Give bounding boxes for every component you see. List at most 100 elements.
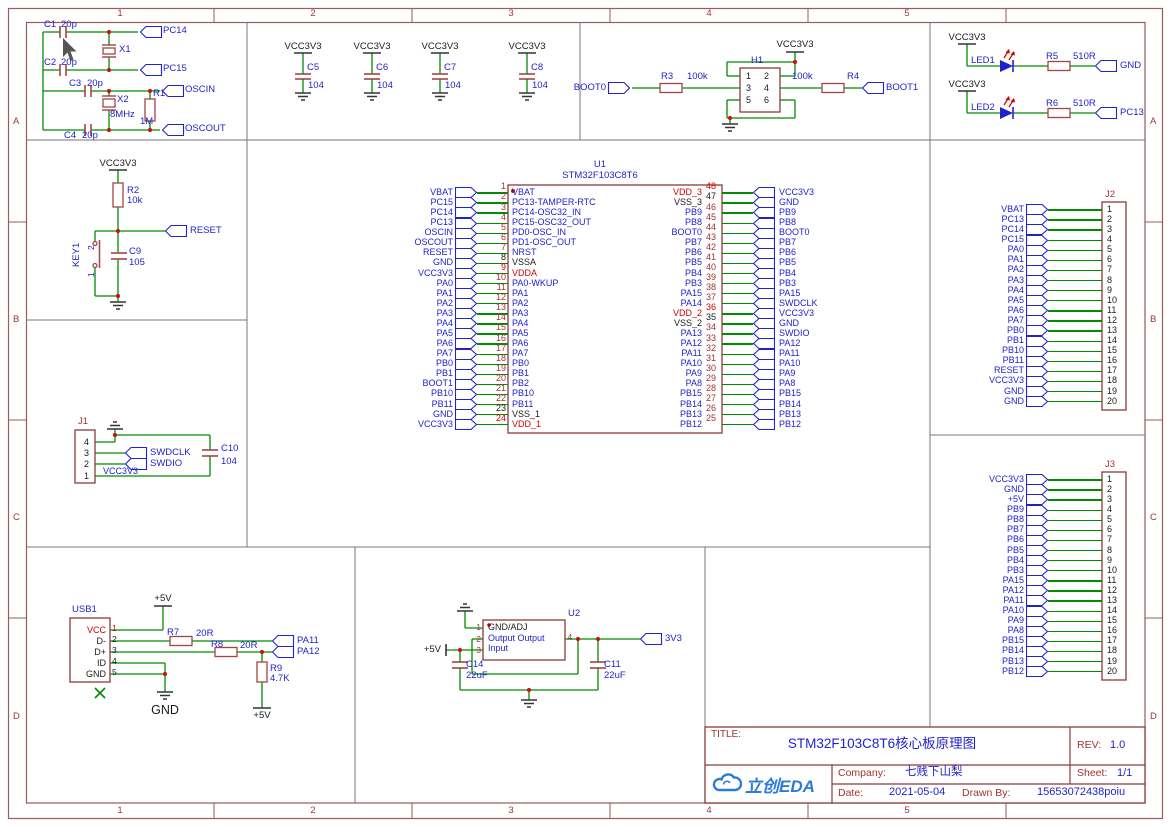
- net-flag-icon[interactable]: [455, 217, 477, 229]
- h1-body[interactable]: [739, 67, 781, 113]
- regulator-body[interactable]: [482, 619, 566, 661]
- net-flag-icon[interactable]: [1026, 396, 1048, 408]
- net-flag-icon[interactable]: [455, 257, 477, 269]
- resistor-symbol[interactable]: [112, 182, 124, 208]
- net-flag-icon[interactable]: [753, 257, 775, 269]
- switch-contact[interactable]: [92, 240, 98, 247]
- net-flag-icon[interactable]: [753, 409, 775, 421]
- resistor-symbol[interactable]: [659, 82, 683, 94]
- net-flag-icon[interactable]: [607, 81, 631, 95]
- net-flag-icon[interactable]: [1026, 555, 1048, 567]
- net-flag-icon[interactable]: [455, 267, 477, 279]
- net-flag-icon[interactable]: [455, 278, 477, 289]
- net-flag-icon[interactable]: [753, 187, 775, 199]
- net-flag-icon[interactable]: [753, 298, 775, 310]
- net-flag-icon[interactable]: [161, 123, 185, 137]
- net-flag-icon[interactable]: [1026, 254, 1048, 266]
- net-flag-icon[interactable]: [1026, 484, 1048, 496]
- led-icon[interactable]: [1000, 107, 1013, 119]
- net-flag-icon[interactable]: [753, 247, 775, 259]
- net-flag-icon[interactable]: [1026, 504, 1048, 516]
- switch-contact[interactable]: [92, 262, 98, 269]
- net-flag-icon[interactable]: [455, 318, 477, 330]
- j2-body[interactable]: [1101, 201, 1127, 411]
- j1-body[interactable]: [74, 429, 96, 484]
- net-flag-icon[interactable]: [1026, 585, 1048, 597]
- net-flag-icon[interactable]: [1026, 575, 1048, 587]
- net-flag-icon[interactable]: [753, 378, 775, 390]
- net-flag-icon[interactable]: [1026, 224, 1048, 236]
- net-flag-icon[interactable]: [753, 278, 775, 289]
- net-flag-icon[interactable]: [1026, 474, 1048, 486]
- led-icon[interactable]: [1000, 60, 1013, 72]
- net-flag-icon[interactable]: [753, 217, 775, 229]
- net-flag-icon[interactable]: [753, 358, 775, 370]
- net-flag-icon[interactable]: [455, 388, 477, 400]
- mcu-body[interactable]: [507, 184, 723, 434]
- net-flag-icon[interactable]: [455, 378, 477, 390]
- net-flag-icon[interactable]: [1026, 565, 1048, 577]
- resistor-symbol[interactable]: [1047, 107, 1071, 119]
- net-flag-icon[interactable]: [1026, 204, 1048, 216]
- net-flag-icon[interactable]: [455, 187, 477, 199]
- net-flag-icon[interactable]: [1026, 214, 1048, 226]
- net-flag-icon[interactable]: [1026, 285, 1048, 297]
- net-flag-icon[interactable]: [1026, 345, 1048, 357]
- resistor-symbol[interactable]: [144, 98, 156, 122]
- net-flag-icon[interactable]: [1026, 375, 1048, 387]
- net-flag-icon[interactable]: [1026, 234, 1048, 246]
- resistor-symbol[interactable]: [821, 82, 845, 94]
- net-flag-icon[interactable]: [455, 298, 477, 310]
- j3-body[interactable]: [1101, 471, 1127, 681]
- net-flag-icon[interactable]: [1026, 335, 1048, 347]
- net-flag-icon[interactable]: [271, 634, 295, 648]
- net-flag-icon[interactable]: [753, 318, 775, 330]
- net-flag-icon[interactable]: [753, 398, 775, 410]
- net-flag-icon[interactable]: [861, 81, 885, 95]
- net-flag-icon[interactable]: [753, 328, 775, 340]
- net-flag-icon[interactable]: [753, 197, 775, 209]
- net-flag-icon[interactable]: [1026, 244, 1048, 256]
